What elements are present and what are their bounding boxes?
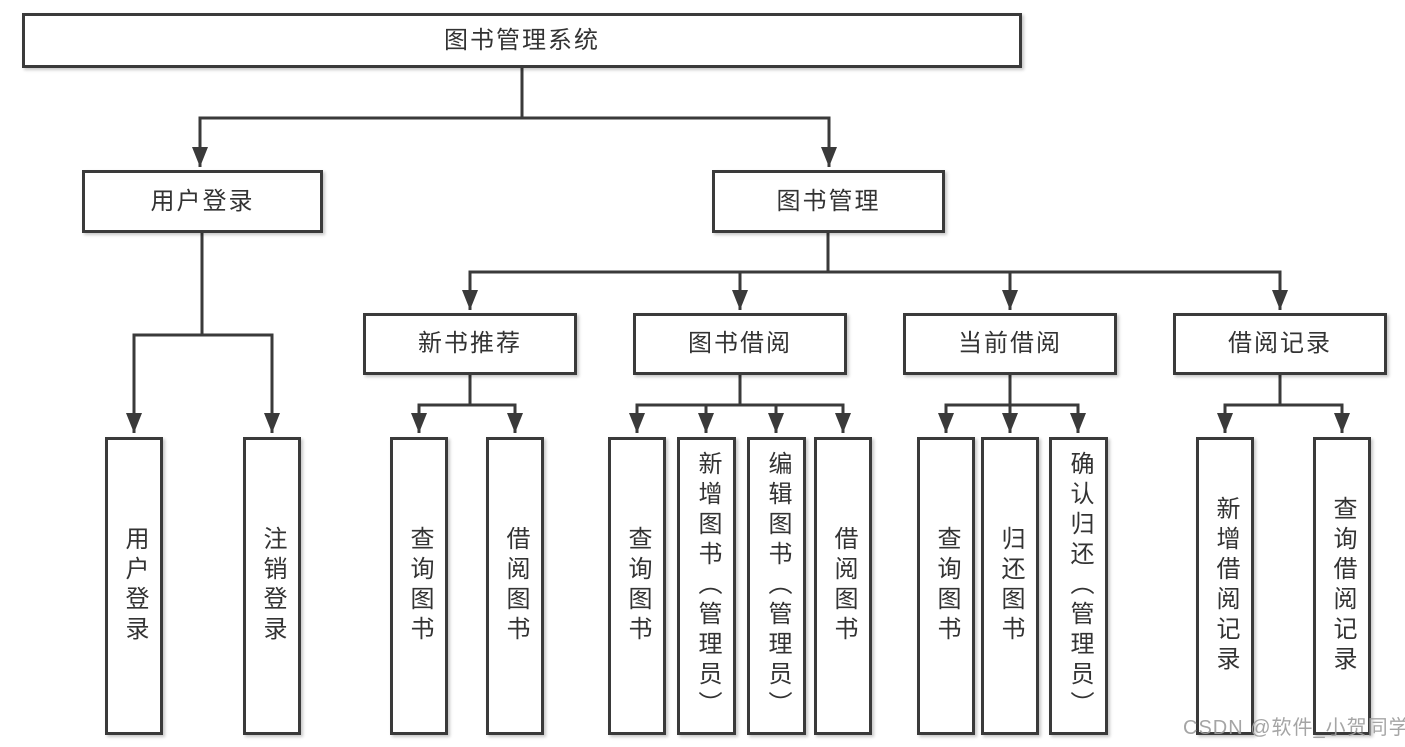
leaf-borrow-borrow-book: 借阅图书 <box>814 437 872 735</box>
node-new-book-recommend: 新书推荐 <box>363 313 577 375</box>
leaf-recommend-borrow-book: 借阅图书 <box>486 437 544 735</box>
leaf-current-confirm-return-admin: 确认归还（管理员） <box>1049 437 1108 735</box>
node-current-borrow: 当前借阅 <box>903 313 1117 375</box>
node-label: 新书推荐 <box>418 330 522 357</box>
leaf-borrow-edit-book-admin: 编辑图书（管理员） <box>747 437 806 735</box>
leaf-current-return-book: 归还图书 <box>981 437 1039 735</box>
node-borrow-records: 借阅记录 <box>1173 313 1387 375</box>
node-user-login: 用户登录 <box>82 170 323 233</box>
node-label: 当前借阅 <box>958 330 1062 357</box>
csdn-watermark: CSDN @软件_小贺同学 <box>1183 717 1405 739</box>
node-label: 借阅记录 <box>1228 330 1332 357</box>
node-book-borrow: 图书借阅 <box>633 313 847 375</box>
node-library-management-system: 图书管理系统 <box>22 13 1022 68</box>
leaf-logout: 注销登录 <box>243 437 301 735</box>
leaf-borrow-query-book: 查询图书 <box>608 437 666 735</box>
node-book-management: 图书管理 <box>712 170 945 233</box>
node-label: 图书管理 <box>776 188 881 215</box>
leaf-user-login: 用户登录 <box>105 437 163 735</box>
leaf-borrow-add-book-admin: 新增图书（管理员） <box>677 437 736 735</box>
leaf-records-query-record: 查询借阅记录 <box>1313 437 1371 735</box>
leaf-recommend-query-book: 查询图书 <box>390 437 448 735</box>
node-label: 用户登录 <box>150 188 255 215</box>
node-label: 图书借阅 <box>688 330 792 357</box>
leaf-current-query-book: 查询图书 <box>917 437 975 735</box>
node-label: 图书管理系统 <box>444 27 600 54</box>
leaf-records-add-record: 新增借阅记录 <box>1196 437 1254 735</box>
